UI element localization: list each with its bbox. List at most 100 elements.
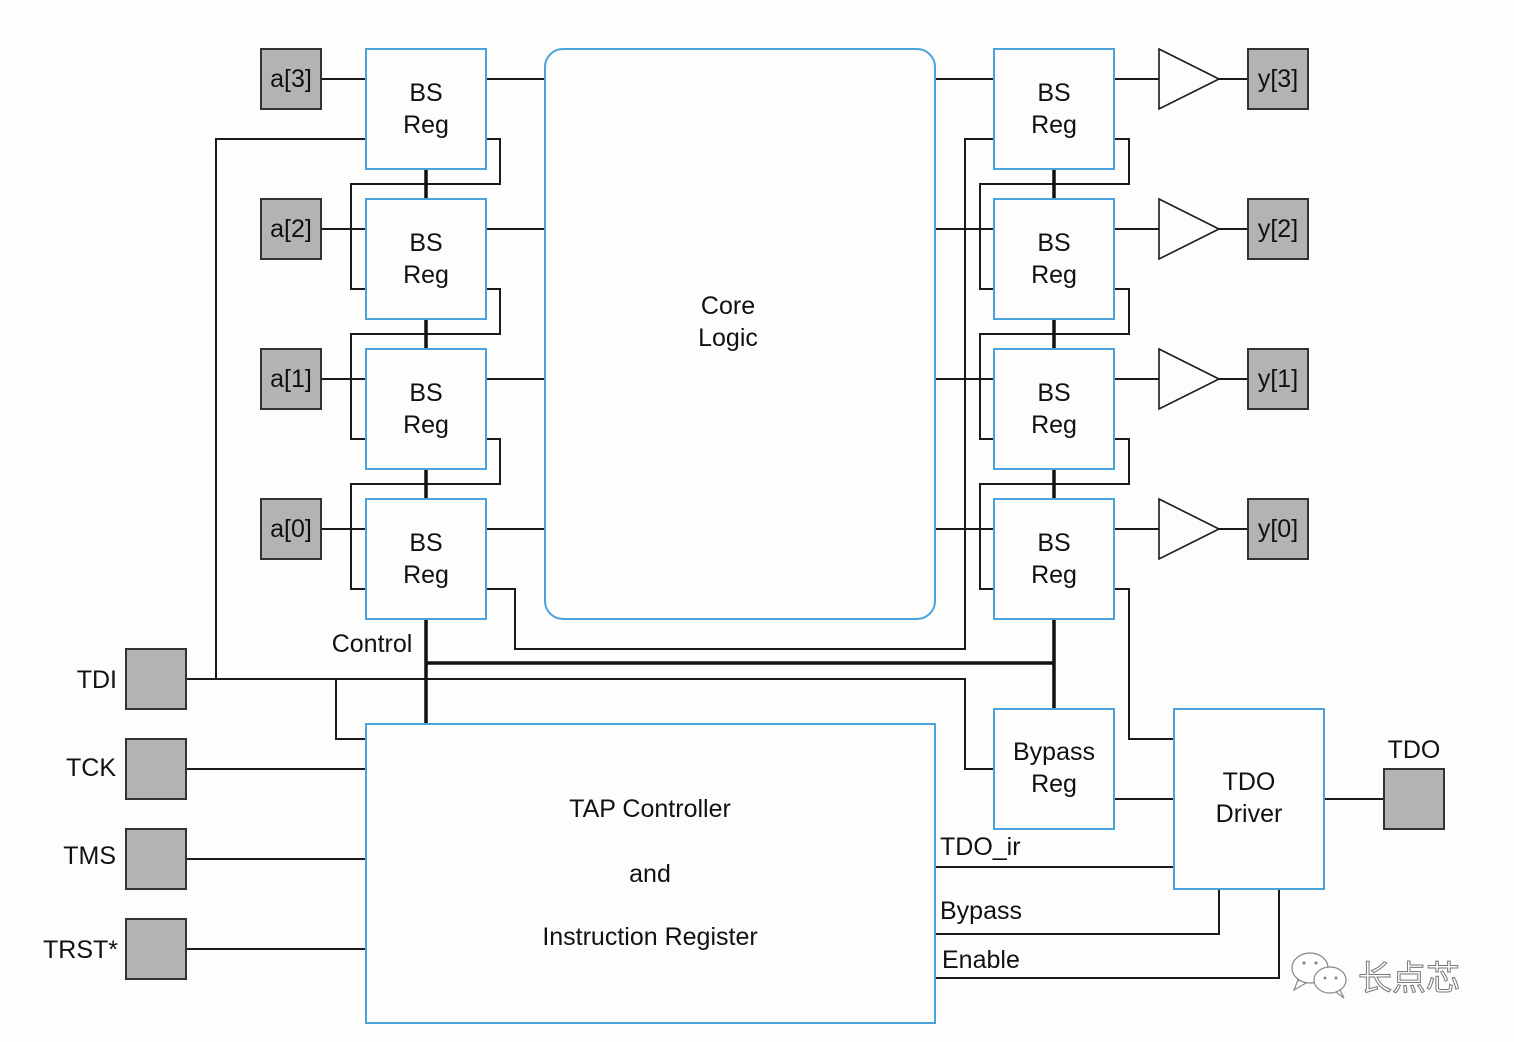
tap-label-1: TAP Controller — [569, 795, 731, 823]
buffer-triangle-icon — [1158, 347, 1221, 411]
bs-reg-label-2: Reg — [403, 411, 449, 439]
wire-enable — [935, 889, 1280, 979]
bs-reg-right-1: BS Reg — [993, 348, 1115, 470]
bypass-reg-box — [993, 708, 1115, 830]
tdo-driver-box — [1173, 708, 1325, 890]
bs-reg-box — [365, 198, 487, 320]
bs-reg-label-1: BS — [1037, 529, 1070, 557]
tdo-driver-label-1: TDO — [1223, 768, 1276, 796]
bs-reg-left-3: BS Reg — [365, 48, 487, 170]
bs-reg-label-1: BS — [409, 229, 442, 257]
wire-scan-to-tdo-driver — [1114, 588, 1174, 740]
wechat-icon — [1291, 952, 1347, 999]
pin-trst — [125, 918, 187, 980]
buffer-triangle-icon — [1158, 497, 1221, 561]
output-label-y2: y[2] — [1258, 215, 1298, 243]
buffer-triangle-icon — [1158, 47, 1221, 111]
pin-tdo — [1383, 768, 1445, 830]
jtag-pins: TDI TCK TMS TRST* — [43, 648, 187, 980]
bs-reg-left-1: BS Reg — [365, 348, 487, 470]
bs-reg-box — [365, 348, 487, 470]
bs-reg-label-2: Reg — [1031, 261, 1077, 289]
wires — [186, 78, 1384, 979]
tdo-driver: TDO Driver — [1173, 708, 1325, 890]
input-label-a2: a[2] — [270, 215, 312, 243]
input-pin-a0 — [260, 498, 322, 560]
bypass-label-2: Reg — [1031, 770, 1077, 798]
output-pin-y0 — [1247, 498, 1309, 560]
output-pins: y[3] y[2] y[1] y[0] — [1247, 48, 1309, 560]
output-label-y0: y[0] — [1258, 515, 1298, 543]
bs-reg-label-1: BS — [409, 529, 442, 557]
bs-reg-box — [993, 348, 1115, 470]
buffer-triangle-icon — [1158, 197, 1221, 261]
wire-scan-left-to-right — [486, 138, 994, 650]
bs-reg-label-1: BS — [409, 79, 442, 107]
output-pin-y2 — [1247, 198, 1309, 260]
input-pin-a3 — [260, 48, 322, 110]
wire-bypass-sel — [935, 889, 1220, 935]
signal-label-bypass: Bypass — [940, 897, 1022, 925]
bs-reg-label-1: BS — [1037, 379, 1070, 407]
bs-reg-box — [993, 498, 1115, 620]
bs-reg-left-2: BS Reg — [365, 198, 487, 320]
input-label-a3: a[3] — [270, 65, 312, 93]
pin-label-tck: TCK — [66, 754, 116, 782]
output-buffers — [1158, 47, 1221, 561]
bs-reg-label-2: Reg — [1031, 411, 1077, 439]
bs-reg-label-2: Reg — [1031, 561, 1077, 589]
pin-label-tms: TMS — [63, 842, 116, 870]
signal-label-tdo-ir: TDO_ir — [940, 833, 1021, 861]
core-logic-block: Core Logic — [544, 48, 936, 620]
bs-reg-box — [993, 48, 1115, 170]
watermark: 长点芯 — [1291, 952, 1461, 1000]
core-label-2: Logic — [698, 324, 758, 352]
output-pin-y1 — [1247, 348, 1309, 410]
output-pin-y3 — [1247, 48, 1309, 110]
input-label-a1: a[1] — [270, 365, 312, 393]
input-pin-a2 — [260, 198, 322, 260]
signal-label-enable: Enable — [942, 946, 1020, 974]
wire-tdi-scan-in — [186, 138, 366, 680]
wire-tdi-bypass — [216, 678, 994, 770]
bs-reg-right-0: BS Reg — [993, 498, 1115, 620]
tap-controller-box — [365, 723, 936, 1024]
wire-tdi-tap — [335, 679, 366, 740]
bs-reg-label-2: Reg — [403, 111, 449, 139]
output-label-y1: y[1] — [1258, 365, 1298, 393]
bs-reg-label-2: Reg — [403, 561, 449, 589]
pin-label-tdi: TDI — [77, 666, 117, 694]
bs-reg-label-2: Reg — [403, 261, 449, 289]
control-label: Control — [332, 630, 413, 658]
pin-label-trst: TRST* — [43, 936, 118, 964]
pin-label-tdo: TDO — [1388, 736, 1441, 764]
pin-tms — [125, 828, 187, 890]
watermark-text: 长点芯 — [1358, 959, 1460, 999]
tap-controller: TAP Controller and Instruction Register — [365, 723, 936, 1024]
bs-reg-left-0: BS Reg — [365, 498, 487, 620]
tap-label-2: and — [629, 860, 671, 888]
input-label-a0: a[0] — [270, 515, 312, 543]
bypass-reg: Bypass Reg — [993, 708, 1115, 830]
bs-reg-right-2: BS Reg — [993, 198, 1115, 320]
tdo-driver-label-2: Driver — [1216, 800, 1283, 828]
bs-reg-label-1: BS — [409, 379, 442, 407]
bs-reg-box — [993, 198, 1115, 320]
bs-reg-label-2: Reg — [1031, 111, 1077, 139]
tap-label-3: Instruction Register — [542, 923, 757, 951]
bs-reg-left-column: BS Reg BS Reg BS Reg BS Reg — [365, 48, 487, 620]
bypass-label-1: Bypass — [1013, 738, 1095, 766]
bs-reg-box — [365, 498, 487, 620]
bs-reg-label-1: BS — [1037, 79, 1070, 107]
bs-reg-right-column: BS Reg BS Reg BS Reg BS Reg — [993, 48, 1115, 620]
pin-tck — [125, 738, 187, 800]
control-bus — [424, 169, 1056, 724]
core-label-1: Core — [701, 292, 755, 320]
output-label-y3: y[3] — [1258, 65, 1298, 93]
input-pin-a1 — [260, 348, 322, 410]
input-pins: a[3] a[2] a[1] a[0] — [260, 48, 322, 560]
pin-tdi — [125, 648, 187, 710]
bs-reg-box — [365, 48, 487, 170]
bs-reg-right-3: BS Reg — [993, 48, 1115, 170]
